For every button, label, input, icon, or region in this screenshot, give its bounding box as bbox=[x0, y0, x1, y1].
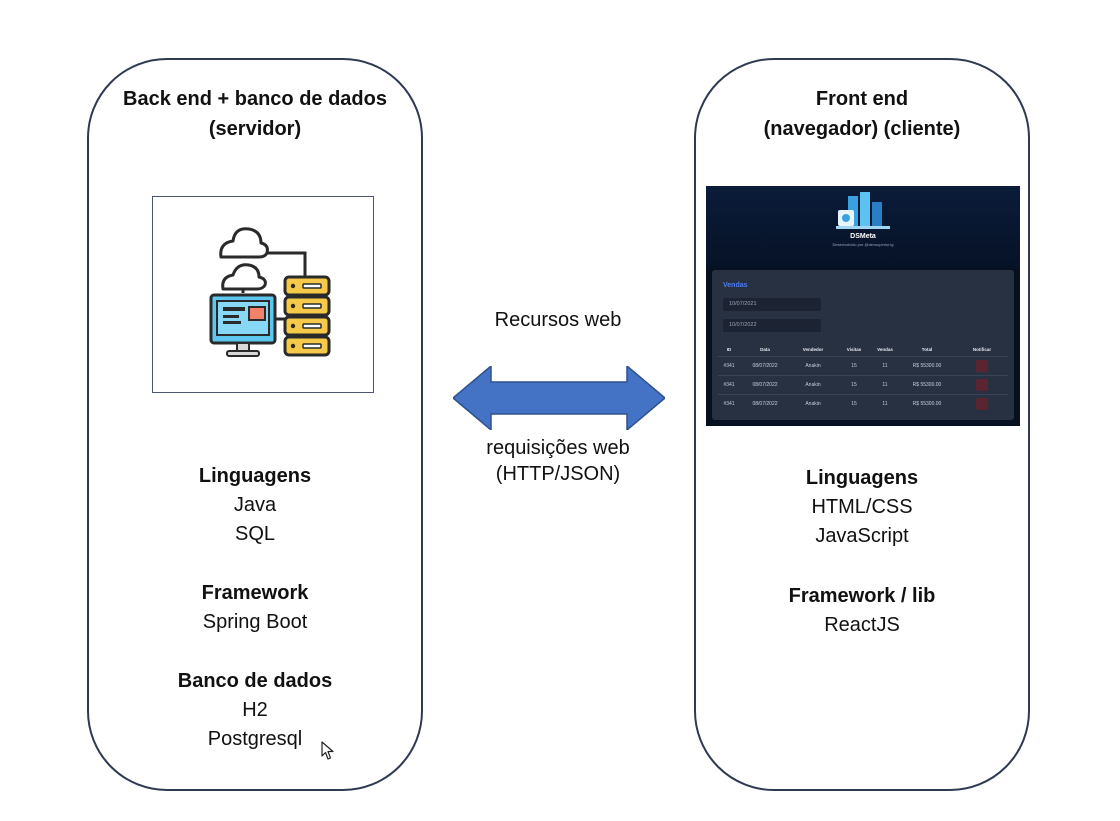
date-max-input[interactable]: 10/07/2022 bbox=[723, 319, 821, 332]
column-header: Vendas bbox=[877, 346, 893, 352]
app-header: DSMeta Desenvolvido por @devsuperior.ig bbox=[706, 186, 1020, 268]
frontend-languages-heading: Linguagens bbox=[805, 467, 919, 489]
column-header: Visitas bbox=[846, 346, 862, 352]
backend-framework-heading: Framework bbox=[201, 582, 309, 604]
backend-database-heading: Banco de dados bbox=[177, 670, 333, 692]
table-cell: #341 bbox=[718, 356, 740, 376]
requests-label-line2: (HTTP/JSON) bbox=[495, 463, 621, 485]
app-title: DSMeta bbox=[850, 233, 876, 240]
backend-title-line1: Back end + banco de dados bbox=[123, 88, 387, 110]
table-cell: Anakin bbox=[790, 375, 836, 395]
resources-label: Recursos web bbox=[494, 309, 622, 331]
backend-language-item: SQL bbox=[234, 523, 276, 545]
table-row: #341 08/07/2022 Anakin 15 11 R$ 55300.00 bbox=[718, 375, 1008, 395]
table-cell: #341 bbox=[718, 375, 740, 395]
app-logo-icon bbox=[836, 192, 890, 229]
table-cell: 08/07/2022 bbox=[740, 394, 790, 413]
frontend-title: Front end (navegador) (cliente) bbox=[696, 84, 1028, 144]
table-cell: 15 bbox=[836, 394, 872, 413]
table-cell: Anakin bbox=[790, 394, 836, 413]
notify-cell bbox=[956, 394, 1008, 413]
frontend-app-screenshot: DSMeta Desenvolvido por @devsuperior.ig … bbox=[706, 186, 1020, 426]
notify-cell bbox=[956, 356, 1008, 376]
requests-label-line1: requisições web bbox=[486, 437, 630, 459]
frontend-panel: Front end (navegador) (cliente) DSMeta D… bbox=[694, 58, 1030, 791]
double-arrow-icon bbox=[453, 366, 665, 430]
table-cell: 11 bbox=[872, 394, 898, 413]
backend-database-item: Postgresql bbox=[207, 728, 303, 750]
table-cell: 08/07/2022 bbox=[740, 375, 790, 395]
notify-cell bbox=[956, 375, 1008, 395]
table-cell: 11 bbox=[872, 375, 898, 395]
table-row: #341 08/07/2022 Anakin 15 11 R$ 55300.00 bbox=[718, 356, 1008, 376]
backend-language-item: Java bbox=[233, 494, 277, 516]
table-row: #341 08/07/2022 Anakin 15 11 R$ 55300.00 bbox=[718, 394, 1008, 413]
frontend-language-item: JavaScript bbox=[815, 525, 909, 547]
frontend-language-item: HTML/CSS bbox=[811, 496, 913, 518]
table-cell: R$ 55300.00 bbox=[898, 375, 956, 395]
cloud-server-icon bbox=[209, 227, 331, 357]
table-cell: Anakin bbox=[790, 356, 836, 376]
frontend-title-line2: (navegador) (cliente) bbox=[763, 118, 961, 140]
table-header-row: ID Data Vendedor Visitas Vendas Total No… bbox=[718, 342, 1008, 357]
frontend-framework-value: ReactJS bbox=[824, 614, 900, 636]
backend-panel: Back end + banco de dados (servidor) bbox=[87, 58, 423, 791]
app-subtitle: Desenvolvido por @devsuperior.ig bbox=[832, 242, 894, 247]
backend-framework-value: Spring Boot bbox=[202, 611, 308, 633]
table-cell: R$ 55300.00 bbox=[898, 356, 956, 376]
date-min-input[interactable]: 10/07/2021 bbox=[723, 298, 821, 311]
notification-icon[interactable] bbox=[976, 360, 988, 372]
backend-database-section: Banco de dados H2 Postgresql bbox=[89, 667, 421, 754]
sales-card-title: Vendas bbox=[723, 282, 748, 289]
backend-title-line2: (servidor) bbox=[208, 118, 302, 140]
sales-table: ID Data Vendedor Visitas Vendas Total No… bbox=[718, 342, 1008, 413]
column-header: ID bbox=[726, 346, 732, 352]
mouse-pointer-icon bbox=[321, 741, 334, 760]
notification-icon[interactable] bbox=[976, 398, 988, 410]
column-header: Total bbox=[921, 346, 933, 352]
table-cell: 11 bbox=[872, 356, 898, 376]
table-cell: #341 bbox=[718, 394, 740, 413]
server-illustration bbox=[152, 196, 374, 393]
backend-database-item: H2 bbox=[242, 699, 268, 721]
table-cell: 08/07/2022 bbox=[740, 356, 790, 376]
backend-languages-heading: Linguagens bbox=[198, 465, 312, 487]
frontend-title-line1: Front end bbox=[815, 88, 909, 110]
table-cell: 15 bbox=[836, 375, 872, 395]
frontend-languages-section: Linguagens HTML/CSS JavaScript bbox=[696, 464, 1028, 551]
table-cell: 15 bbox=[836, 356, 872, 376]
frontend-framework-section: Framework / lib ReactJS bbox=[696, 582, 1028, 640]
column-header: Notificar bbox=[972, 346, 992, 352]
notification-icon[interactable] bbox=[976, 379, 988, 391]
table-cell: R$ 55300.00 bbox=[898, 394, 956, 413]
column-header: Data bbox=[760, 346, 770, 352]
backend-title: Back end + banco de dados (servidor) bbox=[89, 84, 421, 144]
requests-label: requisições web (HTTP/JSON) bbox=[448, 435, 668, 487]
column-header: Vendedor bbox=[802, 346, 824, 352]
frontend-framework-heading: Framework / lib bbox=[788, 585, 936, 607]
backend-languages-section: Linguagens Java SQL bbox=[89, 462, 421, 549]
backend-framework-section: Framework Spring Boot bbox=[89, 579, 421, 637]
sales-card: Vendas 10/07/2021 10/07/2022 ID Data Ven… bbox=[712, 270, 1014, 420]
